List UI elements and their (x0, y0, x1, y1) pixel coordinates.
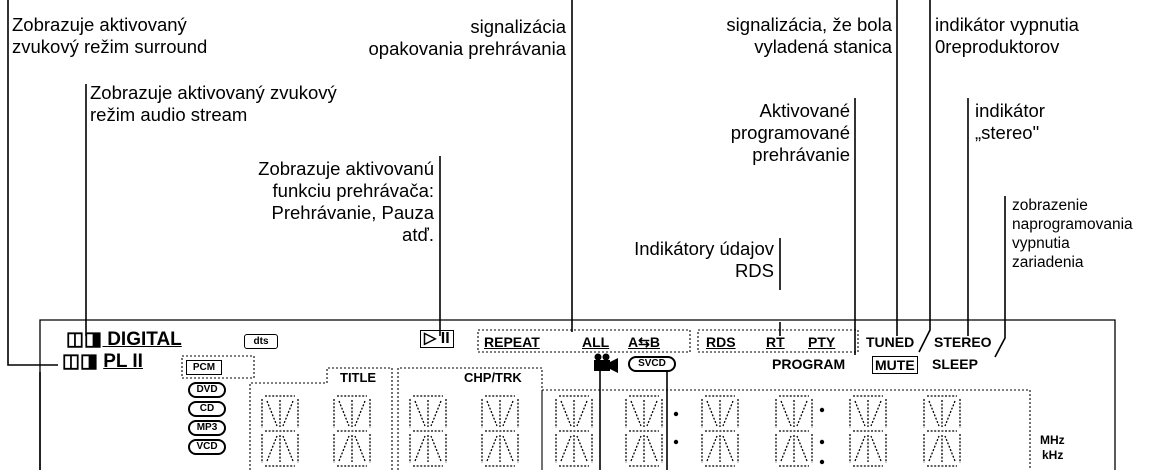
callout-program-active: Aktivované programované prehrávanie (730, 100, 850, 165)
cd-indicator: CD (188, 401, 226, 417)
separator-dot (819, 439, 825, 445)
mp3-indicator: MP3 (188, 420, 226, 436)
digit-segment (282, 435, 294, 462)
digit-segment (486, 435, 498, 462)
sleep-indicator: SLEEP (932, 356, 978, 372)
dolby-logo-icon: ◫◨ (66, 329, 108, 350)
digit-segment (780, 400, 792, 427)
digit-segment (414, 400, 426, 427)
digit-segment (706, 435, 718, 462)
pty-indicator: PTY (808, 334, 836, 350)
repeat-indicator: REPEAT (484, 334, 540, 350)
dolby-logo-icon: ◫◨ (62, 351, 104, 372)
chp-trk-label: CHP/TRK (464, 370, 522, 385)
digit-segment (338, 435, 350, 462)
callout-tuned-signal: signalizácia, že bola vyladená stanica (726, 14, 892, 57)
mute-indicator: MUTE (872, 356, 918, 374)
digit-segment (266, 400, 278, 427)
camera-icon (594, 353, 618, 373)
digit-segment (414, 435, 426, 462)
digit-segment (354, 400, 366, 427)
digit-segment (560, 400, 572, 427)
display-panel-outline (39, 319, 1116, 470)
digit-segment (502, 400, 514, 427)
callout-sleep-indicator: zobrazenie naprogramovania vypnutia zari… (1012, 197, 1133, 271)
repeat-ab-indicator: A⇆B (628, 334, 660, 350)
digit-segment (354, 435, 366, 462)
digit-segment (576, 435, 588, 462)
callout-stereo-indicator: indikátor „stereo" (975, 100, 1045, 143)
vcd-indicator: VCD (188, 439, 226, 455)
digit-segment (630, 400, 642, 427)
digit-segment (780, 435, 792, 462)
separator-dot (819, 407, 825, 413)
digit-segment (706, 400, 718, 427)
digit-separators (673, 407, 825, 465)
digit-segment (870, 400, 882, 427)
callout-player-function: Zobrazuje aktivovanú funkciu prehrávača:… (258, 158, 434, 245)
repeat-all-indicator: ALL (582, 334, 610, 350)
callout-audio-stream-mode: Zobrazuje aktivovaný zvukový režim audio… (90, 82, 337, 125)
digit-segment (870, 435, 882, 462)
digit-segment (430, 435, 442, 462)
digit-segment (796, 435, 808, 462)
digit-segment (486, 400, 498, 427)
callout-repeat-signal: signalizácia opakovania prehrávania (368, 16, 566, 59)
dts-indicator: dts (244, 334, 278, 349)
display-zones (181, 329, 1031, 470)
digit-segment (646, 435, 658, 462)
digit-segment (338, 400, 350, 427)
leader-surround (7, 0, 58, 366)
leader-sleep (994, 196, 1006, 358)
rds-indicator: RDS (706, 334, 736, 350)
digit-segment (430, 400, 442, 427)
separator-dot (673, 411, 679, 417)
digit-segment (944, 435, 956, 462)
digit-segment (266, 435, 278, 462)
dolby-digital-indicator: ◫◨ DIGITAL (66, 330, 182, 350)
rt-indicator: RT (766, 334, 785, 350)
pcm-indicator: PCM (186, 360, 222, 375)
callout-rds-indicators: Indikátory údajov RDS (634, 238, 774, 281)
digit-segment (722, 400, 734, 427)
play-pause-indicator: ▷ II (420, 330, 454, 348)
digit-segment (630, 435, 642, 462)
digit-segment (944, 400, 956, 427)
program-indicator: PROGRAM (772, 356, 846, 372)
digital-text: DIGITAL (107, 329, 182, 350)
digit-segment (646, 400, 658, 427)
digit-segment (502, 435, 514, 462)
dolby-pl2-indicator: ◫◨ PL II (62, 352, 143, 372)
digit-segment (722, 435, 734, 462)
callout-mute-indicator: indikátor vypnutia 0reproduktorov (935, 14, 1079, 57)
digit-segment (560, 435, 572, 462)
pl2-text: PL II (103, 351, 143, 372)
digit-segment (282, 400, 294, 427)
separator-dot (819, 459, 825, 465)
title-label: TITLE (340, 370, 377, 385)
stereo-indicator: STEREO (934, 334, 992, 350)
khz-label: kHz (1042, 448, 1064, 462)
svcd-indicator: SVCD (628, 356, 676, 372)
digit-segment (854, 435, 866, 462)
dvd-indicator: DVD (188, 382, 226, 398)
tuned-indicator: TUNED (866, 334, 915, 350)
digit-segment (576, 400, 588, 427)
mhz-label: MHz (1040, 433, 1065, 447)
digit-segment (854, 400, 866, 427)
digit-segment (796, 400, 808, 427)
callout-surround-mode: Zobrazuje aktivovaný zvukový režim surro… (12, 14, 208, 57)
separator-dot (673, 439, 679, 445)
leader-mute (918, 0, 931, 353)
segment-digits (261, 395, 961, 467)
digit-segment (928, 435, 940, 462)
digit-segment (928, 400, 940, 427)
